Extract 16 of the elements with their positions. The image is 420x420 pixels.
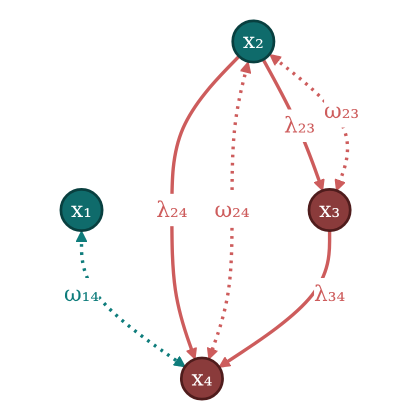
edge-label: λ₃₄	[314, 280, 346, 306]
edge-label: ω₂₄	[214, 196, 250, 222]
arrow	[269, 54, 350, 192]
arrow	[170, 55, 240, 360]
arrow	[262, 58, 325, 192]
edge-label: ω₂₃	[324, 98, 360, 124]
edge-label: ω₁₄	[64, 280, 100, 306]
edge-label: λ₂₄	[156, 196, 188, 222]
arrow	[76, 230, 186, 368]
arrow	[218, 230, 332, 368]
node-circle: x₁	[60, 188, 104, 232]
arrow	[206, 61, 252, 360]
edge-label: λ₂₃	[284, 112, 316, 138]
node-circle: x₃	[308, 188, 352, 232]
node-circle: x₄	[180, 356, 224, 401]
node-circle: x₂	[231, 19, 276, 64]
